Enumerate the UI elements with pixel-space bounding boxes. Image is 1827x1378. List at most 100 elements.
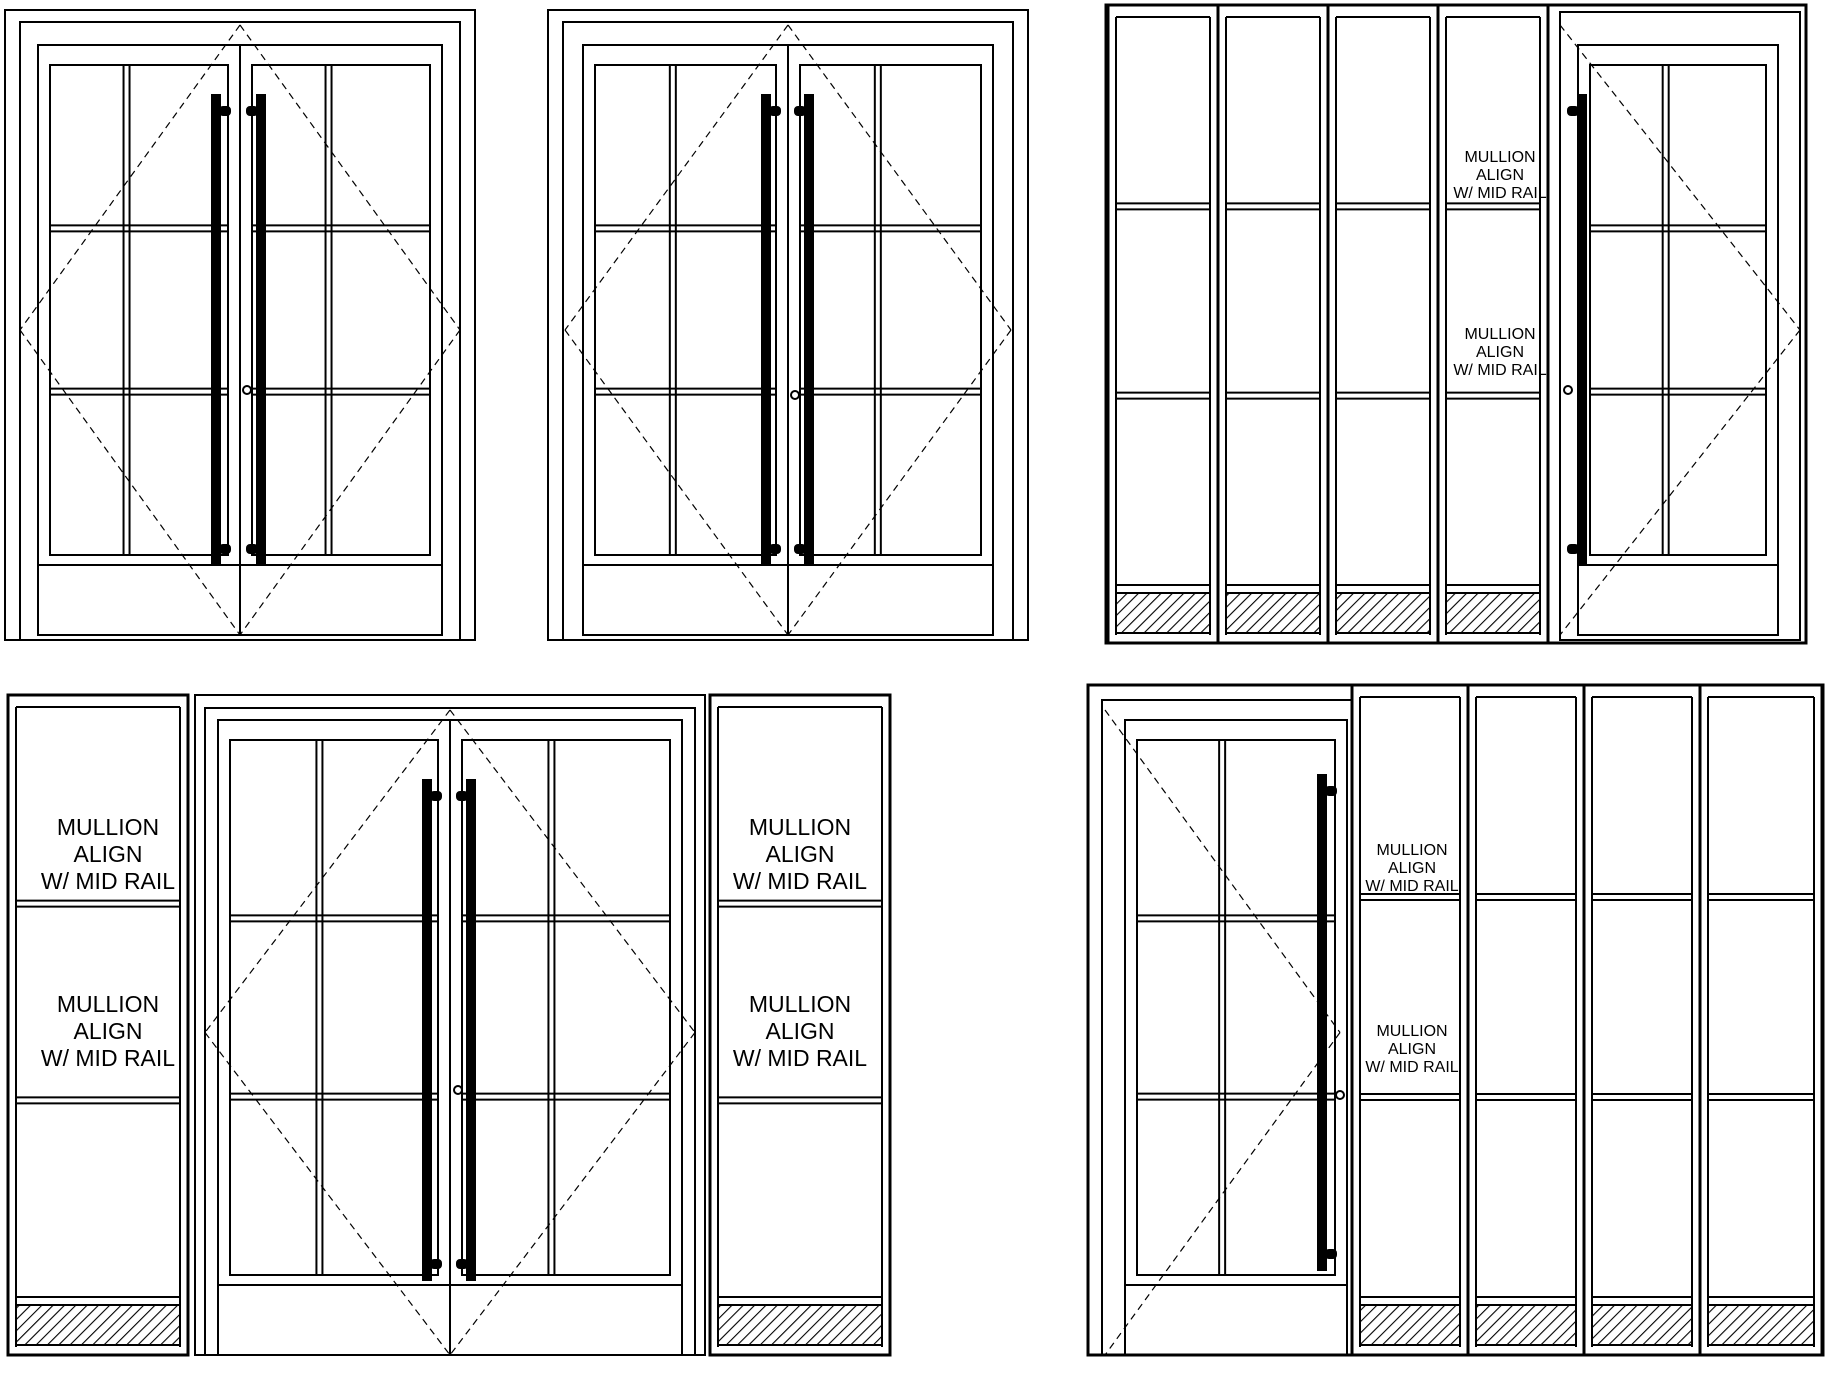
mullion-note-e3-upper-line1: MULLION xyxy=(1464,149,1535,166)
e1-pull-right-standoff-top xyxy=(246,106,258,116)
e4-lock xyxy=(453,1085,463,1095)
e2-right-swing-b xyxy=(787,329,1012,636)
e4-pull-left-standoff-bottom xyxy=(430,1259,442,1269)
mullion-note-e5-lower-line2: ALIGN xyxy=(1388,1041,1436,1058)
e4-left-swing-b xyxy=(204,1032,451,1356)
e1-leaf-right-glass xyxy=(251,64,431,556)
e3-sidelight-3-hatch xyxy=(1335,592,1431,634)
e3-sidelight-3-frame xyxy=(1326,3,1440,645)
e5-leaf-glass xyxy=(1136,739,1336,1276)
mullion-note-e4-left-upper-line1: MULLION xyxy=(57,814,159,840)
e1-right-swing-b xyxy=(239,329,461,636)
mullion-note-e5-lower-line1: MULLION xyxy=(1376,1023,1447,1040)
e4-left-swing-a xyxy=(204,709,451,1033)
e2-pull-right-bar xyxy=(804,94,814,566)
mullion-note-e3-upper-line2: ALIGN xyxy=(1476,167,1524,184)
e3-door-frame xyxy=(1559,11,1801,641)
e1-pull-right-standoff-bottom xyxy=(246,544,258,554)
mullion-note-e5-upper-line1: MULLION xyxy=(1376,842,1447,859)
e4-pull-left-bar xyxy=(422,779,432,1281)
e1-pull-left-standoff-top xyxy=(219,106,231,116)
mullion-note-e4-left-upper-line3: W/ MID RAIL xyxy=(41,868,175,894)
e2-left-swing-a xyxy=(564,24,789,331)
e2-pull-right-standoff-top xyxy=(794,106,806,116)
mullion-note-e5-upper-line3: W/ MID RAIL xyxy=(1365,878,1458,895)
e3-sidelight-1-hatch xyxy=(1115,592,1211,634)
e2-inner-frame xyxy=(562,21,1014,641)
mullion-note-e4-right-upper-line3: W/ MID RAIL xyxy=(733,868,867,894)
e5-sidelight-4-hatch xyxy=(1707,1304,1815,1346)
mullion-note-e3-lower-line3: W/ MID RAIL xyxy=(1453,362,1546,379)
e5-pull-standoff-top xyxy=(1325,786,1337,796)
mullion-note-e4-right-upper-line1: MULLION xyxy=(749,814,851,840)
e5-sidelight-4-frame xyxy=(1698,683,1824,1357)
e5-swing-b xyxy=(1104,1032,1341,1356)
e2-pull-left-bar xyxy=(761,94,771,566)
e5-outer-frame xyxy=(1086,683,1825,1357)
e1-pull-left-standoff-bottom xyxy=(219,544,231,554)
e4-sidelight-right-frame xyxy=(708,693,892,1357)
e5-swing-a xyxy=(1104,709,1341,1033)
e5-sidelight-1-frame xyxy=(1350,683,1470,1357)
e5-sidelight-3-hatch xyxy=(1591,1304,1693,1346)
mullion-note-e4-right-lower-line3: W/ MID RAIL xyxy=(733,1045,867,1071)
e2-pull-left-standoff-bottom xyxy=(769,544,781,554)
e5-sidelight-3-frame xyxy=(1582,683,1702,1357)
e2-leaf-right-frame xyxy=(787,44,994,636)
e1-left-swing-b xyxy=(19,329,241,636)
e3-leaf-glass xyxy=(1589,64,1767,556)
e1-left-swing-a xyxy=(19,24,241,331)
e4-pull-left-standoff-top xyxy=(430,791,442,801)
e3-swing-b xyxy=(1559,329,1801,636)
e1-leaf-left-frame xyxy=(37,44,241,636)
e4-pull-right-standoff-top xyxy=(456,791,468,801)
e4-right-swing-a xyxy=(449,709,696,1033)
mullion-note-e4-left-lower-line2: ALIGN xyxy=(73,1018,142,1044)
e1-leaf-right-frame xyxy=(239,44,443,636)
e5-sidelight-2-frame xyxy=(1466,683,1586,1357)
e2-right-swing-a xyxy=(787,24,1012,331)
e1-leaf-left-glass xyxy=(49,64,229,556)
e5-leaf-frame xyxy=(1124,719,1348,1356)
e2-leaf-right-glass xyxy=(799,64,982,556)
mullion-note-e3-lower-line2: ALIGN xyxy=(1476,344,1524,361)
e5-door-frame xyxy=(1101,699,1353,1356)
e3-sidelight-4-frame xyxy=(1436,3,1550,645)
mullion-note-e4-left-upper-line2: ALIGN xyxy=(73,841,142,867)
e3-pull-standoff-top xyxy=(1567,106,1579,116)
e4-pull-right-standoff-bottom xyxy=(456,1259,468,1269)
e3-swing-a xyxy=(1559,24,1801,331)
e5-pull-bar xyxy=(1317,774,1327,1271)
mullion-note-e4-left-lower-line3: W/ MID RAIL xyxy=(41,1045,175,1071)
e1-pull-left-bar xyxy=(211,94,221,566)
e3-pull-bar xyxy=(1577,94,1587,566)
e4-sidelight-left-hatch xyxy=(15,1304,181,1346)
e3-sidelight-1-frame xyxy=(1106,3,1220,645)
e1-right-swing-a xyxy=(239,24,461,331)
e3-lock xyxy=(1563,385,1573,395)
e2-leaf-left-glass xyxy=(594,64,777,556)
e4-leaf-left-glass xyxy=(229,739,439,1276)
e2-pull-left-standoff-top xyxy=(769,106,781,116)
e2-pull-right-standoff-bottom xyxy=(794,544,806,554)
e5-sidelight-2-hatch xyxy=(1475,1304,1577,1346)
e4-right-swing-b xyxy=(449,1032,696,1356)
mullion-note-e4-right-upper-line2: ALIGN xyxy=(765,841,834,867)
e5-sidelight-1-hatch xyxy=(1359,1304,1461,1346)
mullion-note-e5-lower-line3: W/ MID RAIL xyxy=(1365,1059,1458,1076)
mullion-note-e4-right-lower-line2: ALIGN xyxy=(765,1018,834,1044)
e3-sidelight-2-hatch xyxy=(1225,592,1321,634)
e1-pull-right-bar xyxy=(256,94,266,566)
e1-lock xyxy=(242,385,252,395)
e4-leaf-right-glass xyxy=(461,739,671,1276)
mullion-note-e3-upper-line3: W/ MID RAIL xyxy=(1453,185,1546,202)
e4-pull-right-bar xyxy=(466,779,476,1281)
e4-sidelight-right-hatch xyxy=(717,1304,883,1346)
e2-lock xyxy=(790,390,800,400)
mullion-note-e5-upper-line2: ALIGN xyxy=(1388,860,1436,877)
e5-pull-standoff-bottom xyxy=(1325,1249,1337,1259)
mullion-note-e4-left-lower-line1: MULLION xyxy=(57,991,159,1017)
mullion-note-e3-lower-line1: MULLION xyxy=(1464,326,1535,343)
